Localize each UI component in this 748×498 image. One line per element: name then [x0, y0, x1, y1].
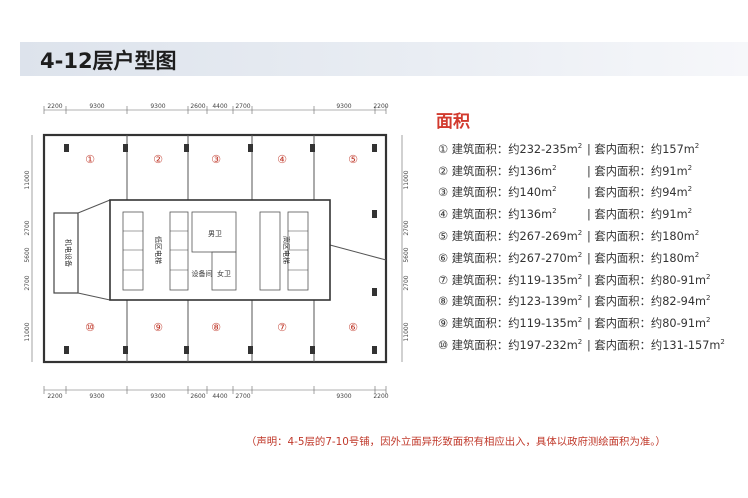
dim-top-5: 2700 [235, 103, 250, 110]
gross-area: ① 建筑面积：约232-235m [438, 142, 578, 156]
unit-label-3: ③ [211, 153, 221, 166]
dim-right-0: 11000 [403, 170, 410, 189]
dim-left-3: 2700 [24, 275, 31, 290]
net-area: 套内面积：约91m [594, 164, 688, 178]
net-area: 套内面积：约157m [594, 142, 695, 156]
gross-area: ② 建筑面积：约136m [438, 164, 553, 178]
male-wc-label: 男卫 [208, 230, 222, 238]
dim-top-4: 4400 [212, 103, 227, 110]
dim-bottom-7: 2200 [373, 393, 388, 400]
unit-label-1: ① [85, 153, 95, 166]
dim-right-2: 5600 [403, 247, 410, 262]
dim-right-4: 11000 [403, 322, 410, 341]
unit-label-2: ② [153, 153, 163, 166]
unit-label-9: ⑨ [153, 321, 163, 334]
gross-area: ⑤ 建筑面积：约267-269m [438, 230, 578, 244]
area-row: ⑩ 建筑面积：约197-232m2| 套内面积：约131-157m2 [438, 338, 725, 353]
dim-left-4: 11000 [24, 322, 31, 341]
dim-top-1: 9300 [89, 103, 104, 110]
dim-bottom-3: 2600 [190, 393, 205, 400]
unit-label-8: ⑧ [211, 321, 221, 334]
svg-text:机电设备: 机电设备 [64, 239, 73, 267]
disclaimer-note: （声明：4-5层的7-10号铺，因外立面异形致面积有相应出入，具体以政府测绘面积… [246, 436, 666, 448]
dim-right-3: 2700 [403, 275, 410, 290]
gross-area: ⑧ 建筑面积：约123-139m [438, 295, 578, 309]
gross-area: ⑨ 建筑面积：约119-135m [438, 317, 578, 331]
dim-left-2: 5600 [24, 247, 31, 262]
area-row: ③ 建筑面积：约140m2| 套内面积：约94m2 [438, 185, 693, 200]
dim-bottom-2: 9300 [150, 393, 165, 400]
net-area: 套内面积：约131-157m [594, 339, 721, 353]
area-row: ⑧ 建筑面积：约123-139m2| 套内面积：约82-94m2 [438, 294, 711, 309]
low-zone-elevator-label: 低区电梯 [154, 236, 163, 264]
area-row: ① 建筑面积：约232-235m2| 套内面积：约157m2 [438, 142, 700, 156]
area-row: ⑥ 建筑面积：约267-270m2| 套内面积：约180m2 [438, 251, 700, 265]
area-row: ② 建筑面积：约136m2| 套内面积：约91m2 [438, 163, 693, 178]
dim-top-6: 9300 [336, 103, 351, 110]
dim-bottom-1: 9300 [89, 393, 104, 400]
dim-top-0: 2200 [47, 103, 62, 110]
unit-label-4: ④ [277, 153, 287, 166]
area-row: ⑦ 建筑面积：约119-135m2| 套内面积：约80-91m2 [438, 272, 711, 287]
net-area: 套内面积：约82-94m [594, 295, 707, 309]
gross-area: ⑩ 建筑面积：约197-232m [438, 339, 578, 353]
net-area: 套内面积：约91m [594, 208, 688, 222]
dim-bottom-4: 4400 [212, 393, 227, 400]
area-row: ⑤ 建筑面积：约267-269m2| 套内面积：约180m2 [438, 229, 700, 244]
net-area: 套内面积：约80-91m [594, 273, 707, 287]
dim-top-7: 2200 [373, 103, 388, 110]
title-bar: 4-12层户型图 [20, 42, 748, 76]
gross-area: ④ 建筑面积：约136m [438, 208, 553, 222]
gross-area: ⑦ 建筑面积：约119-135m [438, 273, 578, 287]
gross-area: ③ 建筑面积：约140m [438, 186, 553, 200]
area-title: 面积 [436, 112, 470, 132]
unit-label-10: ⑩ [85, 321, 95, 334]
unit-label-6: ⑥ [348, 321, 358, 334]
gross-area: ⑥ 建筑面积：约267-270m [438, 251, 578, 265]
equipment-room-label: 设备间 [192, 269, 213, 278]
dim-left-1: 2700 [24, 220, 31, 235]
area-list: ① 建筑面积：约232-235m2| 套内面积：约157m2 ② 建筑面积：约1… [438, 138, 738, 356]
net-area: 套内面积：约180m [594, 230, 695, 244]
high-zone-elevator-label: 高区电梯 [282, 236, 291, 264]
net-area: 套内面积：约180m [594, 251, 695, 265]
unit-label-5: ⑤ [348, 153, 358, 166]
area-row: ⑨ 建筑面积：约119-135m2| 套内面积：约80-91m2 [438, 316, 711, 331]
dim-right-1: 2700 [403, 220, 410, 235]
female-wc-label: 女卫 [217, 269, 231, 278]
net-area: 套内面积：约94m [594, 186, 688, 200]
page-title: 4-12层户型图 [40, 49, 177, 73]
area-row: ④ 建筑面积：约136m2| 套内面积：约91m2 [438, 207, 693, 222]
dim-bottom-6: 9300 [336, 393, 351, 400]
floor-plan: 2200 9300 9300 2600 4400 2700 9300 2200 … [24, 103, 410, 400]
net-area: 套内面积：约80-91m [594, 317, 707, 331]
dim-bottom-0: 2200 [47, 393, 62, 400]
unit-label-7: ⑦ [277, 321, 287, 334]
dim-left-0: 11000 [24, 170, 31, 189]
dim-top-3: 2600 [190, 103, 205, 110]
dim-bottom-5: 2700 [235, 393, 250, 400]
dim-top-2: 9300 [150, 103, 165, 110]
